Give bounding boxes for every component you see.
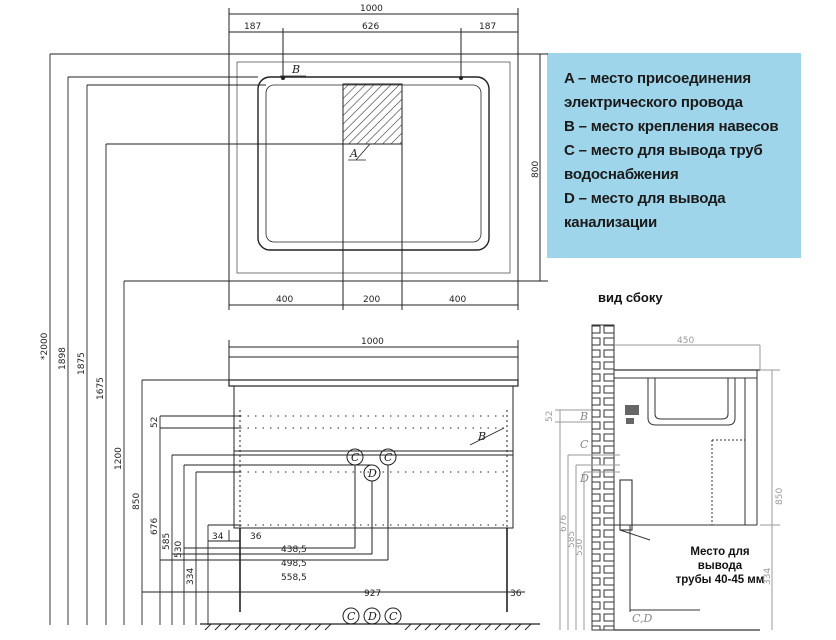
mirror-bottom-seg-1: 400 [276,295,293,305]
pipe-note-line-1: Место для [690,546,750,558]
cabinet-width-dim: 1000 [361,337,384,347]
dim-927: 927 [364,589,381,599]
floor-label-d: D [367,610,377,623]
dim-676: 676 [150,518,160,535]
bottom-dimension-lines [142,530,525,593]
pipe-note-line-2: вывода [697,560,743,572]
side-label-c: C [580,438,589,451]
side-dim-676: 676 [559,515,569,532]
side-wall-bricks [591,324,615,631]
legend-line-a2: электрического провода [564,94,743,111]
mirror-seg-2: 626 [362,22,379,32]
side-dim-530: 530 [575,539,585,556]
side-dim-450: 450 [677,336,694,346]
legend-line-a1: A – место присоединения [564,70,751,87]
dim-36-left: 36 [250,532,262,542]
legend-line-c2: водоснабжения [564,166,679,183]
mirror-bottom-seg-2: 200 [363,295,380,305]
mirror-width-dim: 1000 [360,4,383,14]
pipe-note-line-3: трубы 40-45 мм [675,574,765,586]
mirror-bottom-seg-3: 400 [449,295,466,305]
side-label-b: B [579,410,588,423]
cabinet-front [228,340,519,612]
mirror-label-a: A [349,147,358,160]
dim-334: 334 [186,568,196,585]
pipe-note: Место для вывода трубы 40-45 мм [660,545,780,587]
side-dim-585: 585 [567,531,577,548]
legend-line-d2: канализации [564,214,658,231]
dim-34: 34 [212,532,224,542]
mirror-seg-1: 187 [244,22,261,32]
dim-2000: *2000 [40,332,50,360]
dim-498-5: 498,5 [281,559,307,569]
floor-label-c2: C [389,610,398,623]
side-dim-52: 52 [545,411,555,422]
side-dim-334: 334 [763,568,773,585]
floor-label-c1: C [347,610,356,623]
dim-1898: 1898 [58,347,68,370]
mirror-label-b: B [291,63,300,76]
cabinet-label-b: B [477,430,486,443]
legend-line-b: B – место крепления навесов [564,118,779,135]
dim-438-5: 438,5 [281,545,307,555]
dim-558-5: 558,5 [281,573,307,583]
side-label-d: D [579,472,589,485]
dim-585: 585 [162,533,172,550]
cabinet-label-d: D [367,467,377,480]
dim-36-right: 36 [510,589,522,599]
side-dim-850: 850 [775,488,785,505]
dim-1200: 1200 [114,447,124,470]
mirror-view [228,8,548,310]
mirror-electrical-zone [342,83,403,145]
dim-530: 530 [174,541,184,558]
side-view [555,344,780,631]
floor-line [200,607,540,631]
legend: A – место присоединения электрического п… [547,53,801,258]
cabinet-label-c1: C [351,451,360,464]
mirror-height-dim: 800 [531,161,541,178]
cabinet-markers [346,448,397,560]
dim-1675: 1675 [96,377,106,400]
side-label-cd: C,D [632,612,653,625]
dim-52: 52 [150,417,160,428]
cabinet-label-c2: C [384,451,393,464]
dim-1875: 1875 [77,352,87,375]
dim-850: 850 [132,493,142,510]
legend-box [547,53,801,258]
legend-line-c1: C – место для вывода труб [564,142,763,159]
legend-line-d1: D – место для вывода [564,190,726,207]
side-view-title: вид сбоку [598,290,663,305]
height-dimension-lines [49,53,372,625]
mirror-seg-3: 187 [479,22,496,32]
